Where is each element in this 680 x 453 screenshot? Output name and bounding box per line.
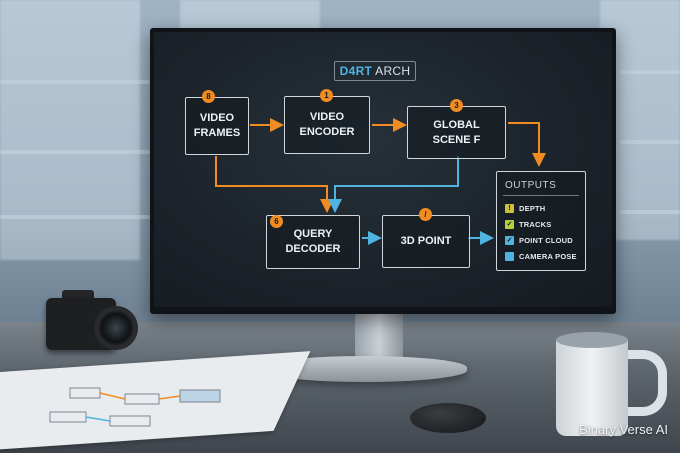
arrow-scene-to-outputs	[508, 122, 546, 167]
node-line1: VIDEO	[309, 111, 345, 123]
node-line1: 3D POINT	[400, 235, 452, 247]
checkbox-icon: ✓	[505, 235, 514, 245]
output-item-point-cloud: ✓ POINT CLOUD	[505, 234, 573, 246]
diagram-title: D4RT ARCH	[334, 61, 416, 81]
node-badge: 1	[320, 89, 333, 102]
node-line1: VIDEO	[199, 112, 235, 124]
diagram-title-rest: ARCH	[372, 64, 411, 78]
output-label: CAMERA POSE	[519, 251, 577, 261]
watermark: Binary Verse AI	[579, 422, 668, 437]
mouse-icon	[410, 403, 486, 433]
node-badge: 6	[270, 215, 283, 228]
warning-icon: !	[505, 203, 514, 213]
mug-rim	[556, 332, 628, 348]
node-line2: DECODER	[285, 243, 341, 255]
background-shelf	[0, 80, 150, 84]
output-item-camera-pose: CAMERA POSE	[505, 250, 577, 262]
node-3d-point: 3D POINT	[382, 215, 470, 268]
diagram-title-accent: D4RT	[339, 64, 373, 78]
node-badge: 8	[202, 90, 215, 103]
node-line2: SCENE F	[432, 133, 481, 146]
output-item-tracks: ✓ TRACKS	[505, 218, 551, 230]
mug-icon	[556, 338, 628, 436]
node-video-encoder: VIDEO ENCODER	[284, 96, 370, 154]
background-shelf	[0, 150, 150, 154]
background-window	[180, 0, 320, 30]
arrow-scene-to-decoder	[328, 156, 459, 213]
checkbox-icon: ✓	[505, 219, 514, 229]
node-query-decoder: QUERY DECODER	[266, 215, 360, 269]
node-badge: /	[419, 208, 432, 221]
outputs-header: OUTPUTS	[505, 180, 557, 191]
node-video-frames: VIDEO FRAMES	[185, 97, 249, 155]
mug-handle	[618, 350, 667, 416]
background-shelf	[0, 215, 150, 219]
diagram-arrows	[215, 118, 546, 245]
node-global-scene: GLOBAL SCENE F	[407, 106, 506, 159]
output-label: DEPTH	[519, 203, 546, 213]
background-window	[0, 0, 140, 260]
camera-lens	[94, 306, 138, 350]
node-line2: FRAMES	[193, 127, 241, 139]
output-item-depth: ! DEPTH	[505, 202, 545, 214]
monitor: D4RT ARCH VIDEO FRAMES 8 VIDEO ENCODER 1 G…	[150, 28, 616, 314]
node-line1: GLOBAL	[433, 118, 480, 131]
background-shelf	[620, 70, 680, 74]
output-label: TRACKS	[519, 219, 552, 229]
outputs-panel: OUTPUTS ! DEPTH ✓ TRACKS ✓ POINT CLOUD C…	[496, 171, 586, 271]
node-line1: QUERY	[293, 228, 333, 240]
node-badge: 3	[450, 99, 463, 112]
paper-diagram-sketch	[49, 387, 221, 427]
outputs-divider	[503, 195, 579, 196]
monitor-screen: D4RT ARCH VIDEO FRAMES 8 VIDEO ENCODER 1 G…	[154, 32, 612, 307]
arrow-frames-to-decoder	[215, 156, 334, 213]
output-label: POINT CLOUD	[519, 235, 573, 245]
monitor-stand	[355, 312, 403, 364]
node-line2: ENCODER	[299, 126, 355, 138]
background-shelf	[620, 140, 680, 144]
checkbox-icon	[505, 251, 514, 261]
background-shelf	[620, 210, 680, 214]
